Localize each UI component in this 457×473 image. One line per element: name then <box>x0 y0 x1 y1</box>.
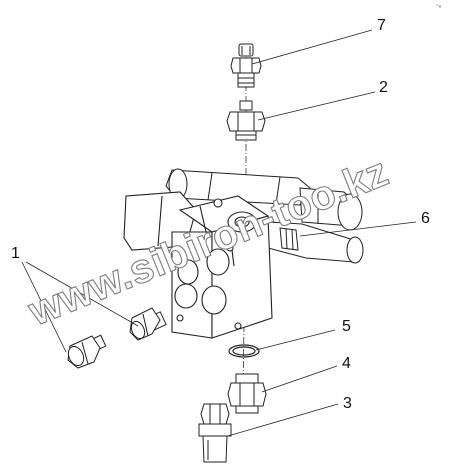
callout-5: 5 <box>342 318 351 335</box>
part-1-fitting-upper <box>129 307 167 341</box>
callout-1: 1 <box>11 245 20 262</box>
callout-7: 7 <box>377 17 386 34</box>
part-3-hose-fitting <box>198 403 232 463</box>
callout-4: 4 <box>342 355 351 372</box>
part-7-fitting <box>230 43 262 88</box>
leader-lines <box>21 29 417 437</box>
corner-mark: °• <box>436 3 442 11</box>
callout-6: 6 <box>421 210 430 227</box>
part-2-adapter <box>226 100 266 141</box>
part-6-solenoid <box>165 168 364 264</box>
part-1-fitting-lower <box>67 334 107 369</box>
valve-body <box>123 191 273 339</box>
callout-2: 2 <box>379 79 388 96</box>
part-4-nipple <box>227 373 267 414</box>
callout-3: 3 <box>343 395 352 412</box>
part-5-o-ring <box>228 344 260 358</box>
